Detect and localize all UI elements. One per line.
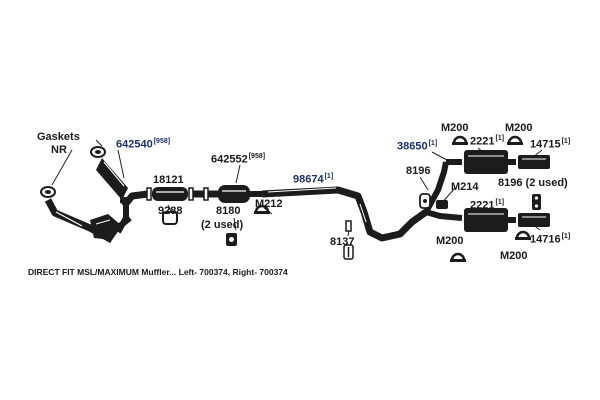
clamp-m212	[254, 204, 270, 214]
catalytic-converter-lower	[90, 214, 132, 240]
muffler-note: DIRECT FIT MSL/MAXIMUM Muffler... Left- …	[28, 267, 288, 277]
clamp-m200-bottom-right	[515, 230, 531, 240]
label-2221-top: 2221[1]	[470, 135, 505, 148]
label-642540: 642540[958]	[116, 138, 171, 151]
label-2221-bottom: 2221[1]	[470, 199, 505, 212]
exhaust-tip-14715	[518, 155, 550, 169]
label-14716: 14716[1]	[530, 233, 571, 246]
hanger-8196-left	[419, 193, 431, 209]
hanger-8137	[343, 220, 354, 260]
label-8196-right: 8196 (2 used)	[498, 177, 568, 189]
label-m200-bottom-right: M200	[500, 250, 528, 262]
hanger-8180	[226, 233, 237, 246]
label-m212: M212	[255, 198, 283, 210]
label-14715: 14715[1]	[530, 138, 571, 151]
gasket-9288	[162, 211, 178, 225]
intermediate-pipe-98674	[261, 186, 429, 242]
label-m200-top-right: M200	[505, 122, 533, 134]
label-m200-top-left: M200	[441, 122, 469, 134]
label-gaskets: Gaskets	[37, 131, 80, 143]
label-8137: 8137	[330, 236, 355, 248]
label-38650: 38650[1]	[397, 140, 438, 153]
label-8196-left: 8196	[406, 165, 431, 177]
label-8180: 8180	[216, 205, 241, 217]
tail-pipe-38650	[423, 159, 463, 221]
clamp-m200-top-left	[452, 135, 468, 145]
label-642552: 642552[958]	[211, 153, 266, 166]
label-9288: 9288	[158, 205, 183, 217]
pipe-18121	[121, 187, 209, 209]
label-8180-used: (2 used)	[201, 219, 244, 231]
muffler-2221-bottom	[464, 208, 516, 232]
label-18121: 18121	[153, 174, 184, 186]
label-98674: 98674[1]	[293, 173, 334, 186]
clamp-m200-bottom-left	[450, 252, 466, 262]
label-m200-bottom-left: M200	[436, 235, 464, 247]
label-m214: M214	[451, 181, 479, 193]
clamp-m200-top-right	[507, 135, 523, 145]
muffler-2221-top	[464, 150, 516, 174]
exhaust-tip-14716	[518, 213, 550, 227]
catalytic-converter-642552	[208, 185, 262, 203]
clamp-m214	[436, 200, 448, 209]
hanger-8196-right	[532, 194, 541, 210]
label-nr: NR	[51, 144, 67, 156]
